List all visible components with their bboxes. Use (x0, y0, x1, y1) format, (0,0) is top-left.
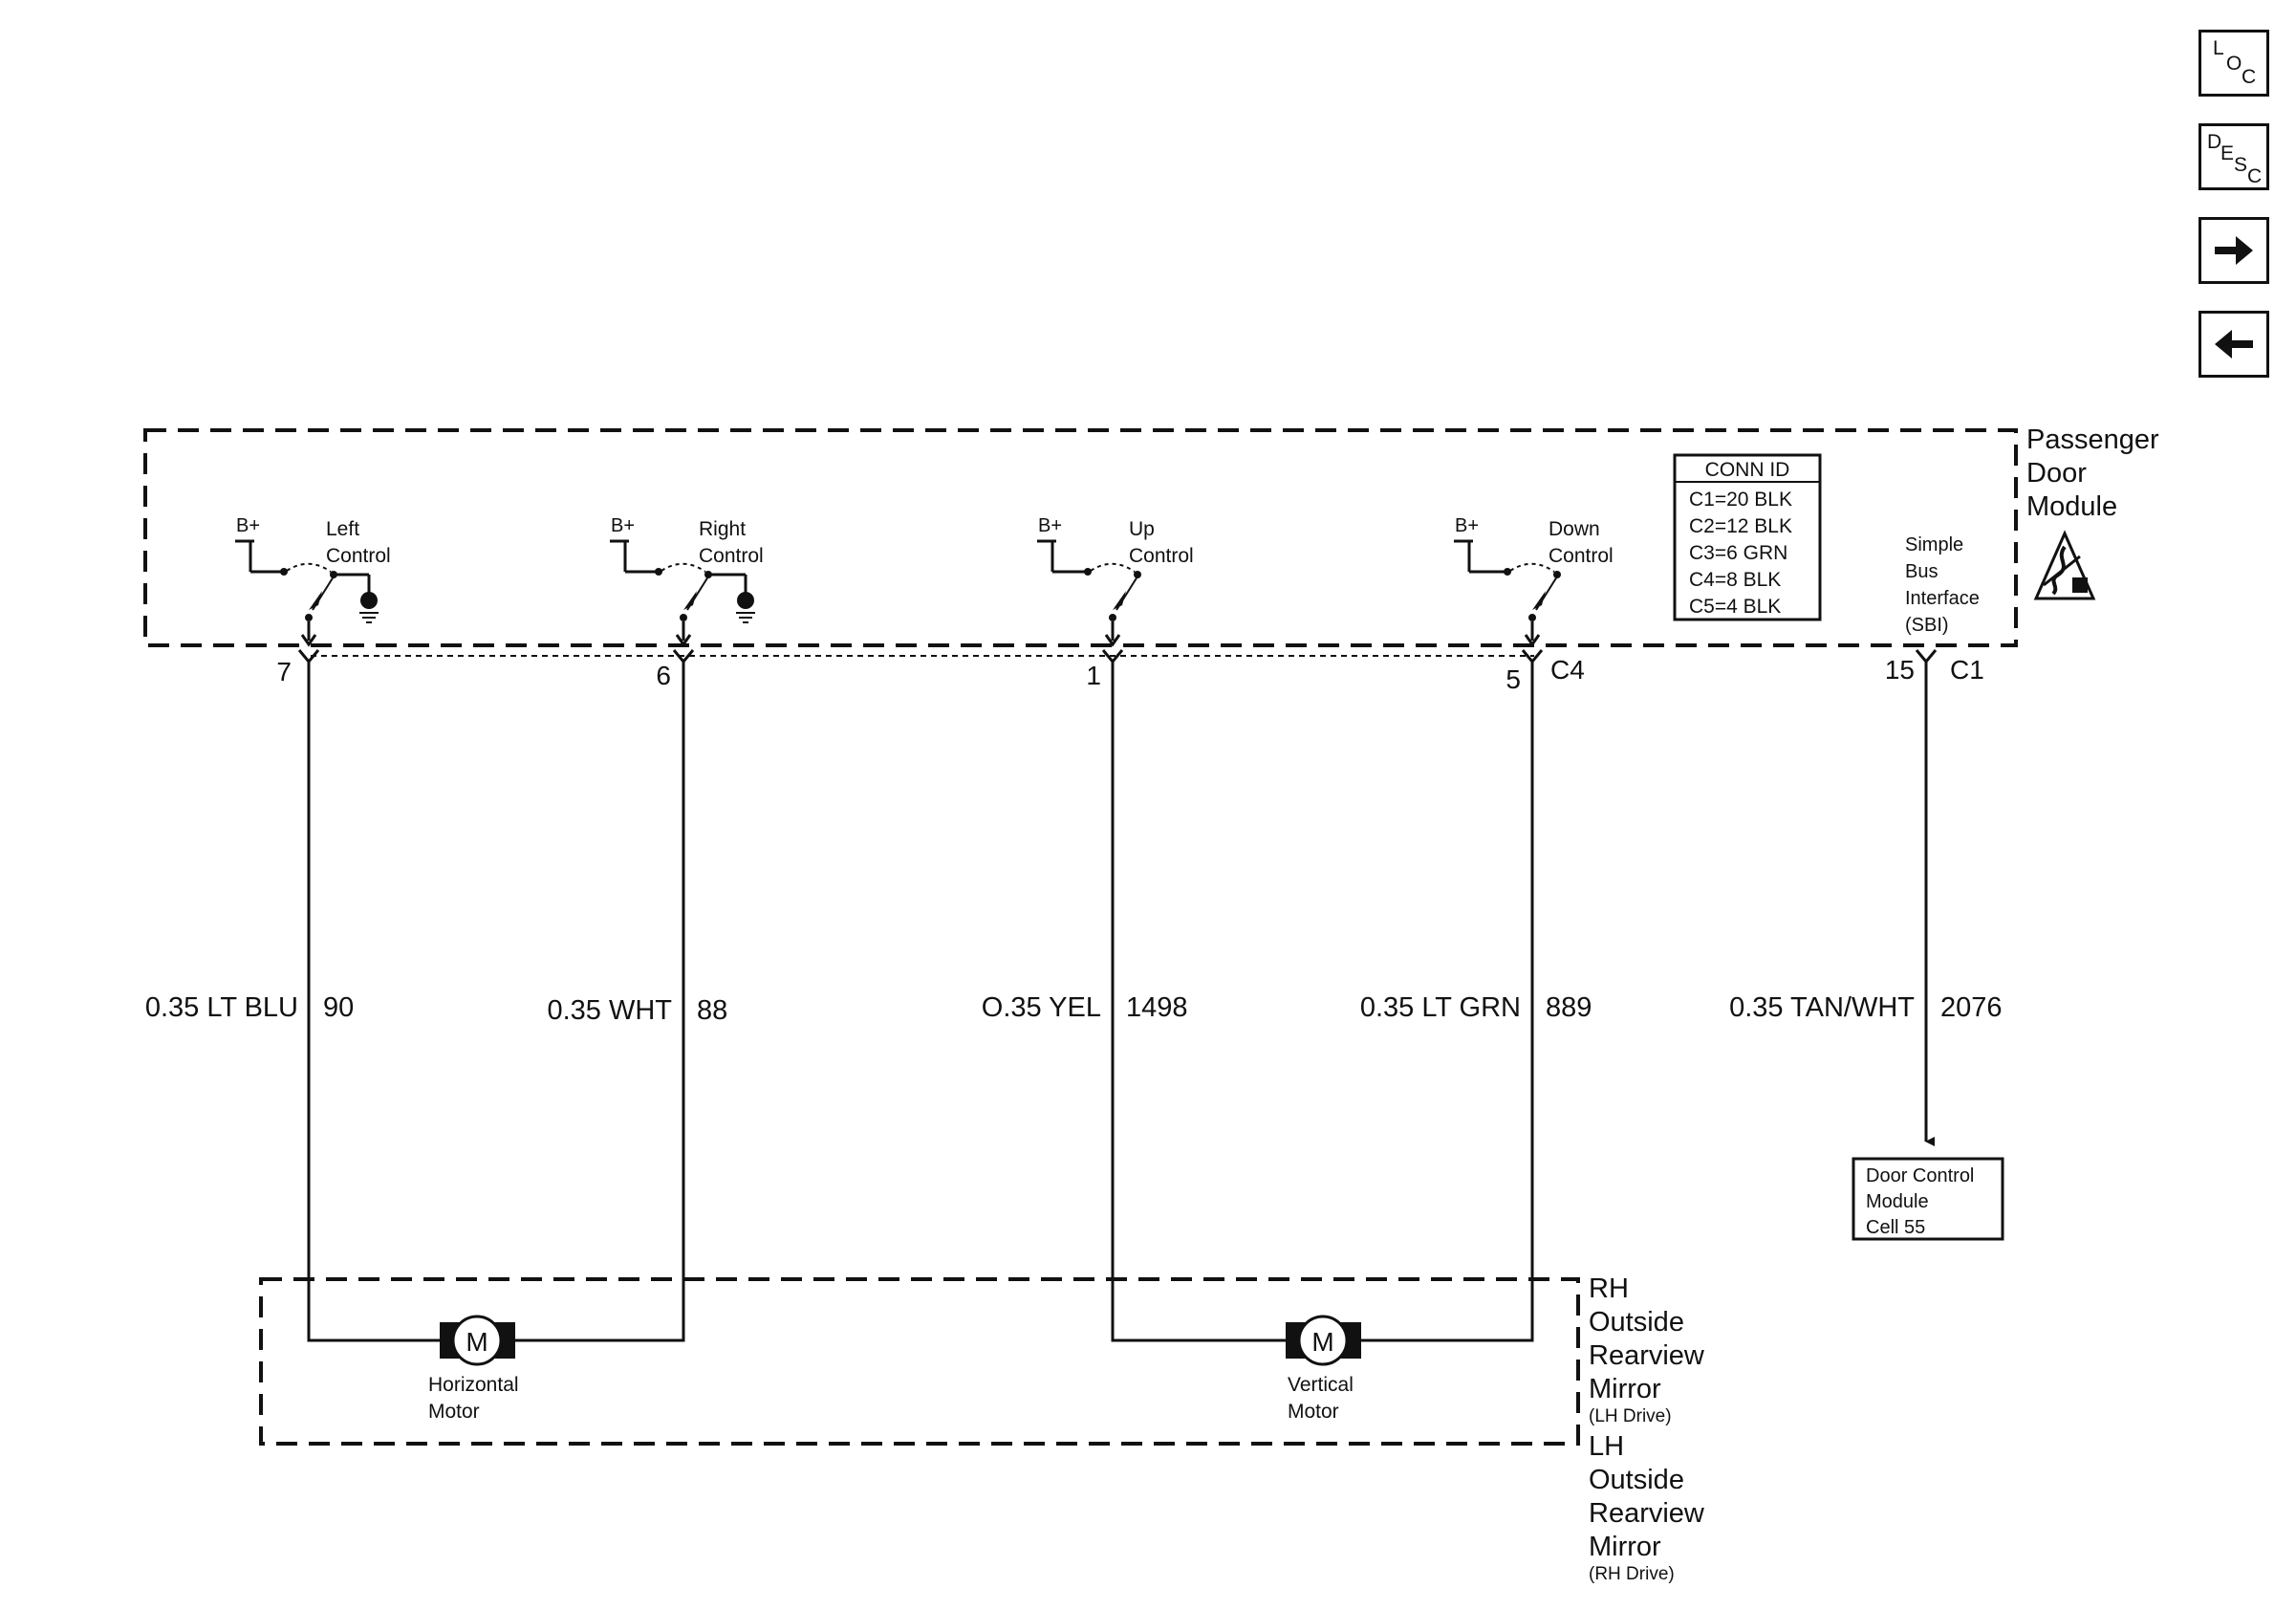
dcm-line-1: Door Control (1866, 1165, 1974, 1186)
module-title-line-1: Passenger (2026, 424, 2159, 455)
bplus-label: B+ (611, 515, 635, 536)
desc-letter-d: D (2207, 131, 2222, 153)
sbi-label-line-1: Simple (1905, 534, 1963, 555)
switch-label-line-2: Control (326, 545, 391, 567)
arrow-right-icon (2215, 236, 2253, 265)
desc-letter-e: E (2220, 142, 2235, 164)
motor-symbol: M (1311, 1327, 1333, 1357)
lh-mirror-line-2: Outside (1589, 1465, 1684, 1495)
bplus-label: B+ (1038, 515, 1062, 536)
circuit-number-label: 90 (323, 992, 354, 1023)
right-control-switch: B+ Right Control (610, 515, 764, 647)
switch-label-line-1: Down (1549, 518, 1600, 540)
vertical-motor: M Vertical Motor (1286, 1315, 1361, 1423)
left-control-switch: B+ Left Control (235, 515, 391, 647)
conn-id-row: C4=8 BLK (1689, 569, 1781, 591)
switch-label-line-2: Control (1129, 545, 1194, 567)
loc-letter-o: O (2226, 53, 2242, 75)
door-module-box (143, 428, 2018, 647)
rh-mirror-line-2: Outside (1589, 1307, 1684, 1338)
switch-label-line-1: Left (326, 518, 359, 540)
sbi-label-line-3: Interface (1905, 588, 1980, 609)
connector-id-c1: C1 (1950, 655, 1984, 685)
switch-label-line-1: Right (699, 518, 746, 540)
pin-number: 7 (276, 657, 292, 686)
circuit-number-label: 2076 (1940, 992, 2003, 1023)
sbi-label-line-2: Bus (1905, 561, 1938, 582)
circuit-number-label: 889 (1546, 992, 1592, 1023)
conn-id-row: C1=20 BLK (1689, 489, 1792, 511)
pin-number: 6 (656, 661, 671, 690)
connector-id-c4: C4 (1550, 655, 1585, 685)
pin-number: 15 (1885, 655, 1915, 685)
lh-mirror-note: (RH Drive) (1589, 1564, 1675, 1584)
dcm-line-3: Cell 55 (1866, 1217, 1925, 1238)
rh-mirror-line-1: RH (1589, 1273, 1629, 1304)
wire-color-label: O.35 YEL (982, 992, 1101, 1023)
next-button[interactable] (2199, 217, 2269, 284)
circuit-number-label: 88 (697, 995, 727, 1026)
loc-button[interactable]: L O C (2199, 30, 2269, 97)
rh-mirror-line-3: Rearview (1589, 1340, 1705, 1371)
arrow-left-icon (2215, 330, 2253, 359)
conn-id-row: C3=6 GRN (1689, 542, 1787, 564)
module-title-line-3: Module (2026, 491, 2117, 522)
prev-button[interactable] (2199, 311, 2269, 378)
horizontal-motor: M Horizontal Motor (428, 1315, 519, 1423)
conn-id-row: C5=4 BLK (1689, 596, 1781, 618)
conn-id-row: C2=12 BLK (1689, 515, 1792, 537)
lh-mirror-line-4: Mirror (1589, 1532, 1661, 1562)
up-control-switch: B+ Up Control (1037, 515, 1194, 647)
bplus-label: B+ (1455, 515, 1479, 536)
dcm-line-2: Module (1866, 1191, 1929, 1212)
rh-mirror-line-4: Mirror (1589, 1374, 1661, 1404)
desc-button[interactable]: D E S C (2199, 123, 2269, 190)
wires (307, 671, 1534, 1342)
motor-label-line-2: Motor (428, 1401, 480, 1423)
lh-mirror-line-1: LH (1589, 1431, 1624, 1462)
pin-number: 5 (1505, 664, 1521, 694)
esd-warning-icon (2033, 530, 2096, 600)
motor-label-line-1: Horizontal (428, 1374, 519, 1396)
lh-mirror-line-3: Rearview (1589, 1498, 1705, 1529)
switch-label-line-1: Up (1129, 518, 1155, 540)
conn-id-table: CONN ID C1=20 BLK C2=12 BLK C3=6 GRN C4=… (1673, 453, 1822, 621)
mirror-box (259, 1277, 1580, 1446)
switch-label-line-2: Control (1549, 545, 1614, 567)
bplus-label: B+ (236, 515, 260, 536)
motor-label-line-2: Motor (1288, 1401, 1339, 1423)
motor-label-line-1: Vertical (1288, 1374, 1354, 1396)
door-control-module-box: Door Control Module Cell 55 (1852, 1157, 2004, 1241)
desc-letter-c: C (2247, 165, 2263, 187)
loc-letter-c: C (2242, 66, 2257, 88)
motor-symbol: M (466, 1327, 487, 1357)
circuit-number-label: 1498 (1126, 992, 1188, 1023)
module-title-line-2: Door (2026, 458, 2087, 489)
pin-number: 1 (1086, 661, 1101, 690)
wire-color-label: 0.35 LT BLU (145, 992, 298, 1023)
connector-pins (297, 649, 1938, 671)
conn-id-header: CONN ID (1705, 459, 1790, 481)
down-control-switch: B+ Down Control (1454, 515, 1614, 647)
wire-color-label: 0.35 WHT (547, 995, 672, 1026)
rh-mirror-note: (LH Drive) (1589, 1406, 1672, 1426)
sbi-label-line-4: (SBI) (1905, 615, 1949, 636)
switch-label-line-2: Control (699, 545, 764, 567)
wire-color-label: 0.35 LT GRN (1360, 992, 1521, 1023)
wire-color-label: 0.35 TAN/WHT (1729, 992, 1915, 1023)
loc-letter-l: L (2213, 37, 2224, 59)
desc-letter-s: S (2234, 154, 2248, 176)
